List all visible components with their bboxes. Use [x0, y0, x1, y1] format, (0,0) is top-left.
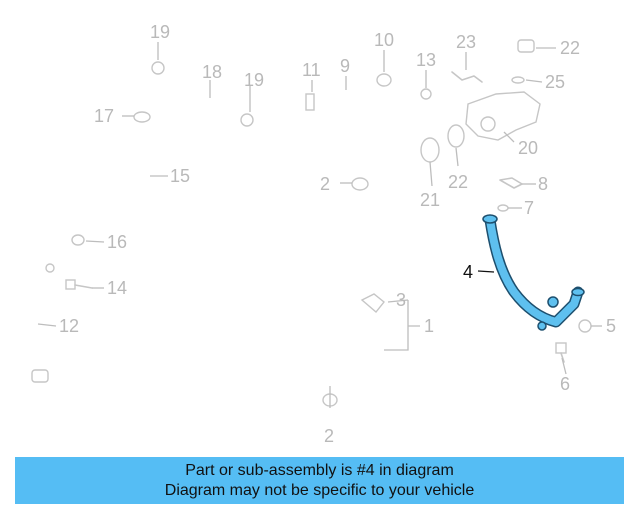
thermostat-21 [420, 137, 440, 163]
callout-7: 7 [524, 198, 534, 218]
part-info-banner: Part or sub-assembly is #4 in diagram Di… [15, 457, 624, 504]
part-11 [305, 93, 315, 111]
callout-17: 17 [94, 106, 114, 126]
clamp-16 [71, 234, 85, 246]
housing-20 [465, 91, 541, 141]
callout-5: 5 [606, 316, 616, 336]
callout-labels: 19 18 19 17 15 16 14 12 11 9 10 13 23 22… [59, 22, 616, 446]
grommet-5 [578, 319, 592, 333]
callout-15: 15 [170, 166, 190, 186]
bolt-6 [555, 342, 567, 354]
callout-14: 14 [107, 278, 127, 298]
bracket-24 [451, 71, 483, 83]
callout-4[interactable]: 4 [463, 262, 473, 282]
callout-8: 8 [538, 174, 548, 194]
callout-9: 9 [340, 56, 350, 76]
callout-18: 18 [202, 62, 222, 82]
clamp-2a [351, 177, 369, 191]
leader-lines [37, 42, 602, 408]
callout-16: 16 [107, 232, 127, 252]
banner-line-2: Diagram may not be specific to your vehi… [164, 481, 475, 499]
hose-1-outline [293, 207, 372, 383]
callout-23: 22 [560, 38, 580, 58]
callout-24: 23 [456, 32, 476, 52]
clip-8 [499, 177, 523, 189]
callout-13: 13 [416, 50, 436, 70]
clamp-10 [376, 73, 392, 87]
oring-25 [511, 76, 525, 84]
clamp-3 [360, 293, 385, 314]
clamp-19a [151, 61, 165, 75]
pipe-4-highlighted[interactable] [482, 214, 585, 331]
sensor-23 [517, 39, 535, 53]
callout-21: 21 [420, 190, 440, 210]
washer-13 [420, 88, 432, 100]
callout-19a: 19 [150, 22, 170, 42]
callout-19b: 19 [244, 70, 264, 90]
callout-20: 20 [518, 138, 538, 158]
callout-1: 1 [424, 316, 434, 336]
callout-6: 6 [560, 374, 570, 394]
parts-diagram: 19 18 19 17 15 16 14 12 11 9 10 13 23 22… [24, 22, 617, 446]
clamp-17 [133, 111, 151, 123]
callout-11: 11 [302, 60, 321, 80]
callout-22: 22 [448, 172, 468, 192]
callout-2b: 2 [324, 426, 334, 446]
banner-line-1: Part or sub-assembly is #4 in diagram [185, 461, 454, 479]
ghost-parts [24, 39, 592, 407]
callout-10: 10 [374, 30, 394, 50]
callout-12: 12 [59, 316, 79, 336]
clamp-19b [240, 113, 254, 127]
callout-3: 3 [396, 290, 406, 310]
bolt-14 [65, 279, 76, 290]
callout-25: 25 [545, 72, 565, 92]
oring-7 [497, 204, 509, 212]
callout-2a: 2 [320, 174, 330, 194]
gasket-22 [447, 124, 465, 148]
